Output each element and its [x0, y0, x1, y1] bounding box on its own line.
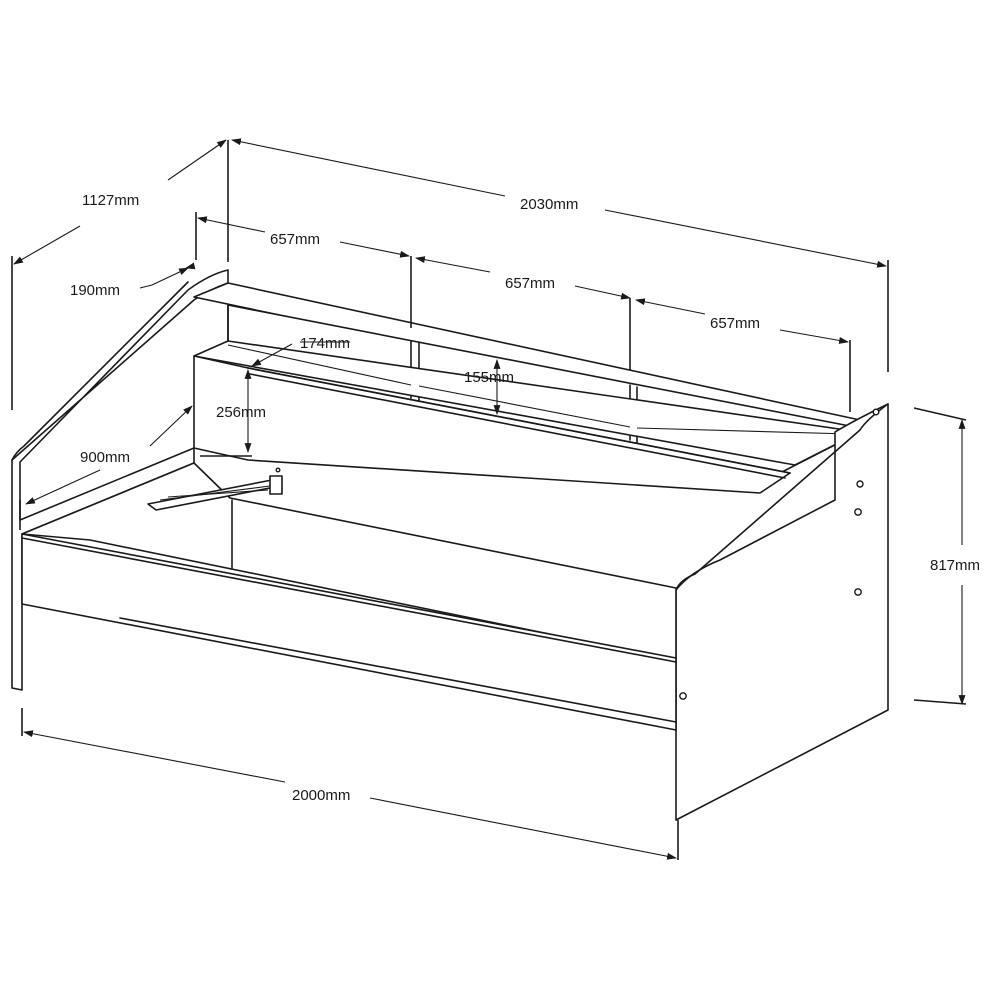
- dim-label-shelf-1: 657mm: [270, 231, 320, 248]
- dim-label-shelf-2: 657mm: [505, 275, 555, 292]
- hole: [854, 588, 862, 596]
- dimension-labels: 1127mm 2030mm 657mm 657mm 657mm 190mm 17…: [70, 192, 980, 804]
- hole: [872, 408, 880, 416]
- front-rail: [21, 533, 677, 731]
- dimension-lines: [11, 138, 967, 860]
- dim-label-shelf-3: 657mm: [710, 315, 760, 332]
- hole: [854, 508, 862, 516]
- dim-label-backrest-depth: 174mm: [300, 335, 350, 352]
- bed-deck: [21, 462, 677, 661]
- hole: [679, 692, 687, 700]
- dim-label-backrest-height: 256mm: [216, 404, 266, 421]
- dim-label-shelf-height: 155mm: [464, 369, 514, 386]
- dim-label-length-top: 2030mm: [520, 196, 578, 213]
- dim-label-shelf-depth: 190mm: [70, 282, 120, 299]
- dim-label-mattress-width: 900mm: [80, 449, 130, 466]
- dim-label-depth: 1127mm: [82, 192, 139, 209]
- hole: [856, 480, 864, 488]
- dim-label-length-front: 2000mm: [292, 787, 350, 804]
- dim-label-height: 817mm: [930, 557, 980, 574]
- lift-mechanism: [147, 467, 283, 511]
- bed-body: [11, 269, 889, 821]
